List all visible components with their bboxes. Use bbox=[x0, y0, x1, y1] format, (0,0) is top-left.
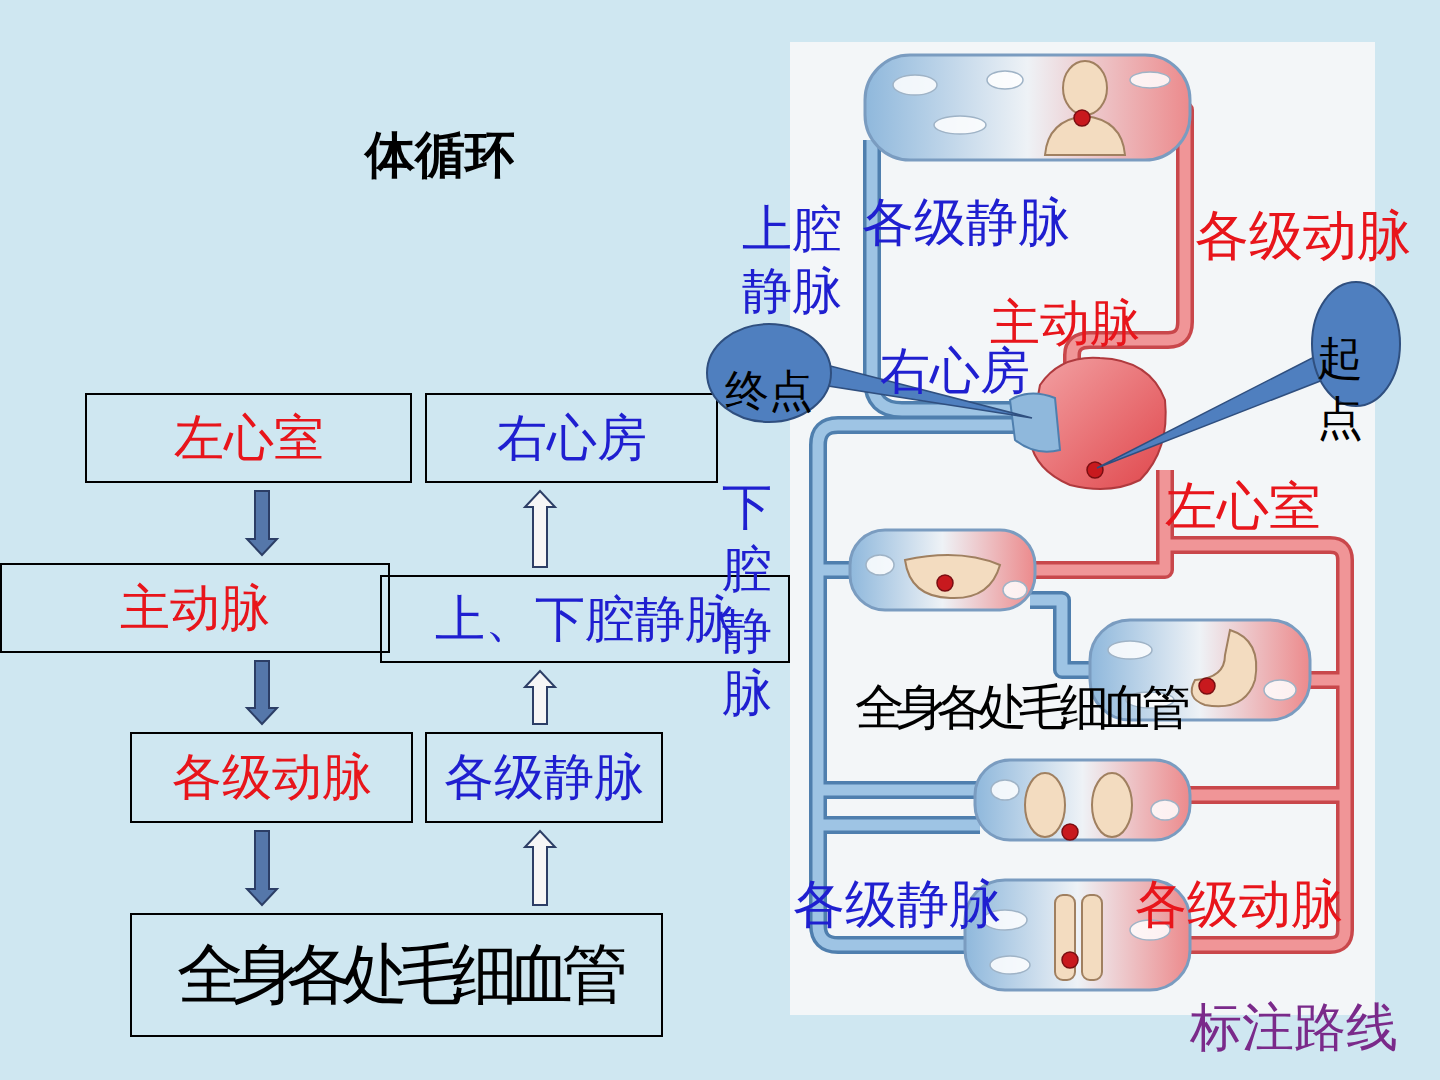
blood-cell-dot bbox=[1062, 824, 1078, 840]
tissue-blob bbox=[1151, 800, 1179, 820]
kidney-organ bbox=[1092, 773, 1132, 837]
kidney-organ bbox=[1025, 773, 1065, 837]
capillary-bed bbox=[865, 55, 1190, 160]
block-arrow bbox=[247, 661, 277, 724]
part-label: 各级动脉 bbox=[1135, 870, 1343, 940]
tissue-blob bbox=[1108, 641, 1152, 659]
block-arrow bbox=[525, 831, 555, 905]
part-label: 各级静脉 bbox=[862, 188, 1070, 258]
leg-organ bbox=[1082, 895, 1102, 980]
part-label: 下腔静脉 bbox=[722, 476, 777, 724]
stomach-organ bbox=[1192, 630, 1257, 706]
part-label: 各级动脉 bbox=[1195, 200, 1411, 273]
flow-box: 各级动脉 bbox=[130, 732, 413, 823]
part-label: 标注路线 bbox=[1190, 993, 1398, 1063]
tissue-blob bbox=[934, 116, 986, 134]
block-arrow bbox=[525, 491, 555, 567]
callout-bubble: 终点 bbox=[705, 322, 833, 424]
box-text: 主动脉 bbox=[120, 575, 270, 642]
tissue-blob bbox=[990, 956, 1030, 974]
tissue-blob bbox=[991, 780, 1019, 800]
callout-text: 终点 bbox=[705, 362, 833, 421]
box-text: 全身各处毛细血管 bbox=[177, 930, 617, 1020]
capillary-bed bbox=[975, 760, 1190, 840]
tissue-blob bbox=[987, 71, 1023, 89]
callout-text: 起点 bbox=[1310, 328, 1370, 448]
liver-organ bbox=[905, 555, 1000, 598]
box-text: 左心室 bbox=[174, 405, 324, 472]
callout-bubble: 起点 bbox=[1310, 280, 1402, 408]
part-label: 上腔静脉 bbox=[742, 198, 854, 322]
block-arrow bbox=[247, 491, 277, 555]
box-text: 各级动脉 bbox=[172, 744, 372, 811]
box-text: 上、下腔静脉 bbox=[435, 586, 735, 653]
illustration-background bbox=[790, 42, 1375, 1015]
flow-box: 右心房 bbox=[425, 393, 718, 483]
vein-pipe bbox=[818, 140, 1095, 945]
blood-cell-dot bbox=[1199, 678, 1215, 694]
blood-cell-dot bbox=[1062, 952, 1078, 968]
flow-box: 各级静脉 bbox=[425, 732, 663, 823]
part-label: 右心房 bbox=[880, 338, 1030, 405]
blood-cell-dot bbox=[1074, 110, 1090, 126]
box-text: 右心房 bbox=[497, 405, 647, 472]
heart-right-atrium bbox=[1010, 393, 1060, 451]
part-label: 各级静脉 bbox=[793, 870, 1001, 940]
blood-cell-dot bbox=[937, 575, 953, 591]
part-label: 全身各处毛细血管 bbox=[855, 675, 1183, 741]
flow-box: 全身各处毛细血管 bbox=[130, 913, 663, 1037]
box-text: 各级静脉 bbox=[444, 744, 644, 811]
tissue-blob bbox=[893, 75, 937, 95]
flow-box: 左心室 bbox=[85, 393, 412, 483]
block-arrow bbox=[525, 671, 555, 724]
block-arrow bbox=[247, 831, 277, 905]
flow-box: 主动脉 bbox=[0, 563, 390, 653]
tissue-blob bbox=[1264, 680, 1296, 700]
diagram-title: 体循环 bbox=[365, 122, 515, 189]
vein-outline bbox=[818, 140, 1095, 945]
capillary-bed bbox=[850, 530, 1035, 610]
tissue-blob bbox=[1130, 72, 1170, 88]
blood-cell-dot bbox=[1087, 462, 1103, 478]
callout-leader bbox=[1097, 355, 1328, 468]
tissue-blob bbox=[866, 555, 894, 575]
head-organ bbox=[1063, 61, 1107, 115]
tissue-blob bbox=[1003, 581, 1027, 599]
part-label: 左心室 bbox=[1165, 472, 1321, 542]
